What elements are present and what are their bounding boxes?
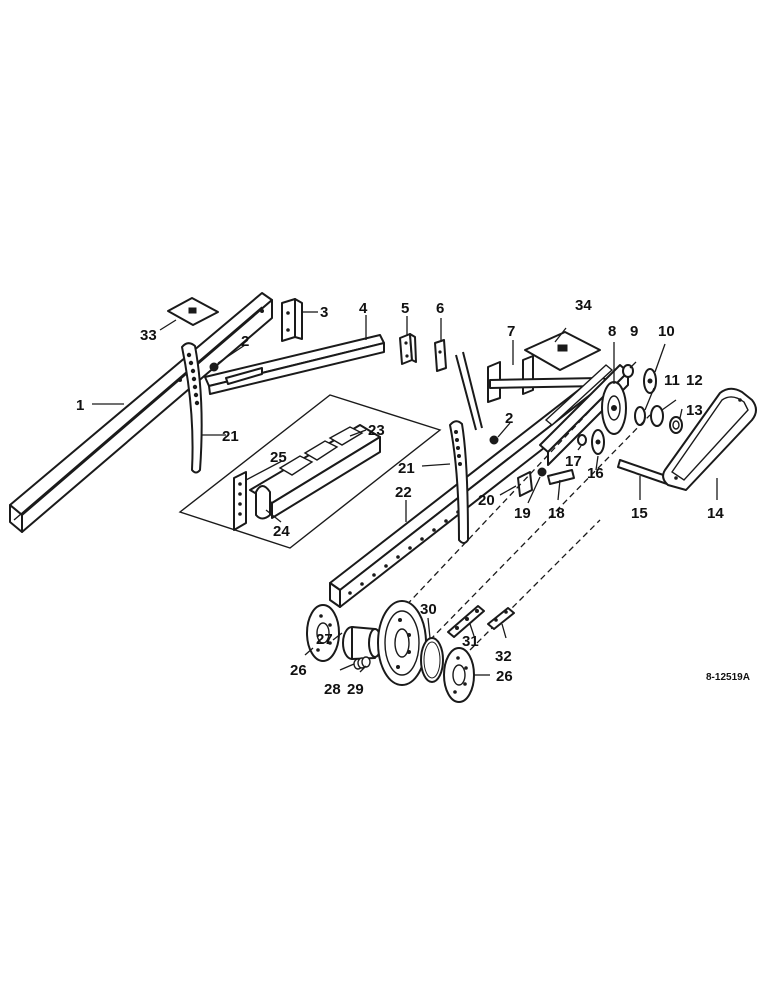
- connecting-link-part-32: [487, 607, 515, 630]
- label-part-14: 14: [707, 505, 724, 522]
- label-part-4: 4: [359, 300, 368, 317]
- label-part-17: 17: [565, 453, 582, 470]
- label-part-2-right: 2: [505, 410, 513, 427]
- label-part-13: 13: [686, 402, 703, 419]
- label-part-18: 18: [548, 505, 565, 522]
- sprocket-part-8: [601, 381, 627, 435]
- label-part-23: 23: [368, 422, 385, 439]
- label-part-5: 5: [401, 300, 409, 317]
- label-part-21-left: 21: [222, 428, 239, 445]
- flange-part-26-left: [306, 604, 340, 662]
- hub-part-27: [342, 626, 382, 660]
- label-part-12: 12: [686, 372, 703, 389]
- chain-link-part-31: [447, 605, 485, 638]
- label-part-7: 7: [507, 323, 515, 340]
- nut-part-2-right: [489, 435, 499, 445]
- drawing-number: 8-12519A: [706, 672, 750, 683]
- bracket-part-5: [399, 333, 417, 365]
- label-part-8: 8: [608, 323, 616, 340]
- label-part-26-left: 26: [290, 662, 307, 679]
- label-part-28: 28: [324, 681, 341, 698]
- bracket-part-20: [517, 471, 533, 497]
- bracket-part-6: [434, 339, 447, 372]
- label-part-6: 6: [436, 300, 444, 317]
- slotted-strap-part-21-left: [181, 342, 203, 474]
- plate-part-33: [167, 297, 219, 326]
- label-part-32: 32: [495, 648, 512, 665]
- label-part-16: 16: [587, 465, 604, 482]
- nut-part-2-left: [209, 362, 219, 372]
- nut-part-19: [537, 467, 547, 477]
- ring-part-30: [420, 637, 444, 683]
- label-part-10: 10: [658, 323, 675, 340]
- sprocket-part-12: [650, 405, 664, 427]
- cross-shaft-part-7: [487, 355, 601, 403]
- part-labels: 1 33 2 3 4 5 6 21 23 25 24 34 7 8 9 10 1…: [76, 297, 750, 698]
- chain-guard-part-14: [662, 387, 757, 491]
- pin-part-18: [547, 469, 575, 485]
- label-part-20: 20: [478, 492, 495, 509]
- label-part-9: 9: [630, 323, 638, 340]
- roller-assembly-part-23: [249, 424, 381, 519]
- label-part-15: 15: [631, 505, 648, 522]
- leader-lines: [92, 311, 718, 676]
- sprocket-part-16: [591, 429, 605, 455]
- label-part-29: 29: [347, 681, 364, 698]
- label-part-27: 27: [316, 631, 333, 648]
- bracket-part-3: [281, 298, 303, 342]
- label-part-25: 25: [270, 449, 287, 466]
- label-part-2-left: 2: [241, 333, 249, 350]
- label-part-26-right: 26: [496, 668, 513, 685]
- label-part-24: 24: [273, 523, 290, 540]
- label-part-33: 33: [140, 327, 157, 344]
- label-part-30: 30: [420, 601, 437, 618]
- large-sprocket: [377, 600, 427, 686]
- label-part-19: 19: [514, 505, 531, 522]
- bushing-part-13: [669, 416, 683, 434]
- label-part-22: 22: [395, 484, 412, 501]
- bracket-part-24: [255, 485, 271, 520]
- slotted-strap-part-21-right: [449, 351, 483, 544]
- flange-part-26-right: [443, 647, 475, 703]
- label-part-3: 3: [320, 304, 328, 321]
- bearing-part-17: [577, 434, 587, 446]
- label-part-34: 34: [575, 297, 592, 314]
- plate-part-34: [524, 331, 601, 371]
- detail-panel: [178, 394, 442, 549]
- side-plate-part-25: [233, 471, 247, 531]
- label-part-11: 11: [664, 372, 680, 389]
- brace-part-4: [204, 334, 385, 395]
- sprocket-part-10: [643, 368, 657, 394]
- spring-part-28: [353, 656, 371, 670]
- label-part-1: 1: [76, 397, 84, 414]
- label-part-21-right: 21: [398, 460, 415, 477]
- label-part-31: 31: [462, 633, 479, 650]
